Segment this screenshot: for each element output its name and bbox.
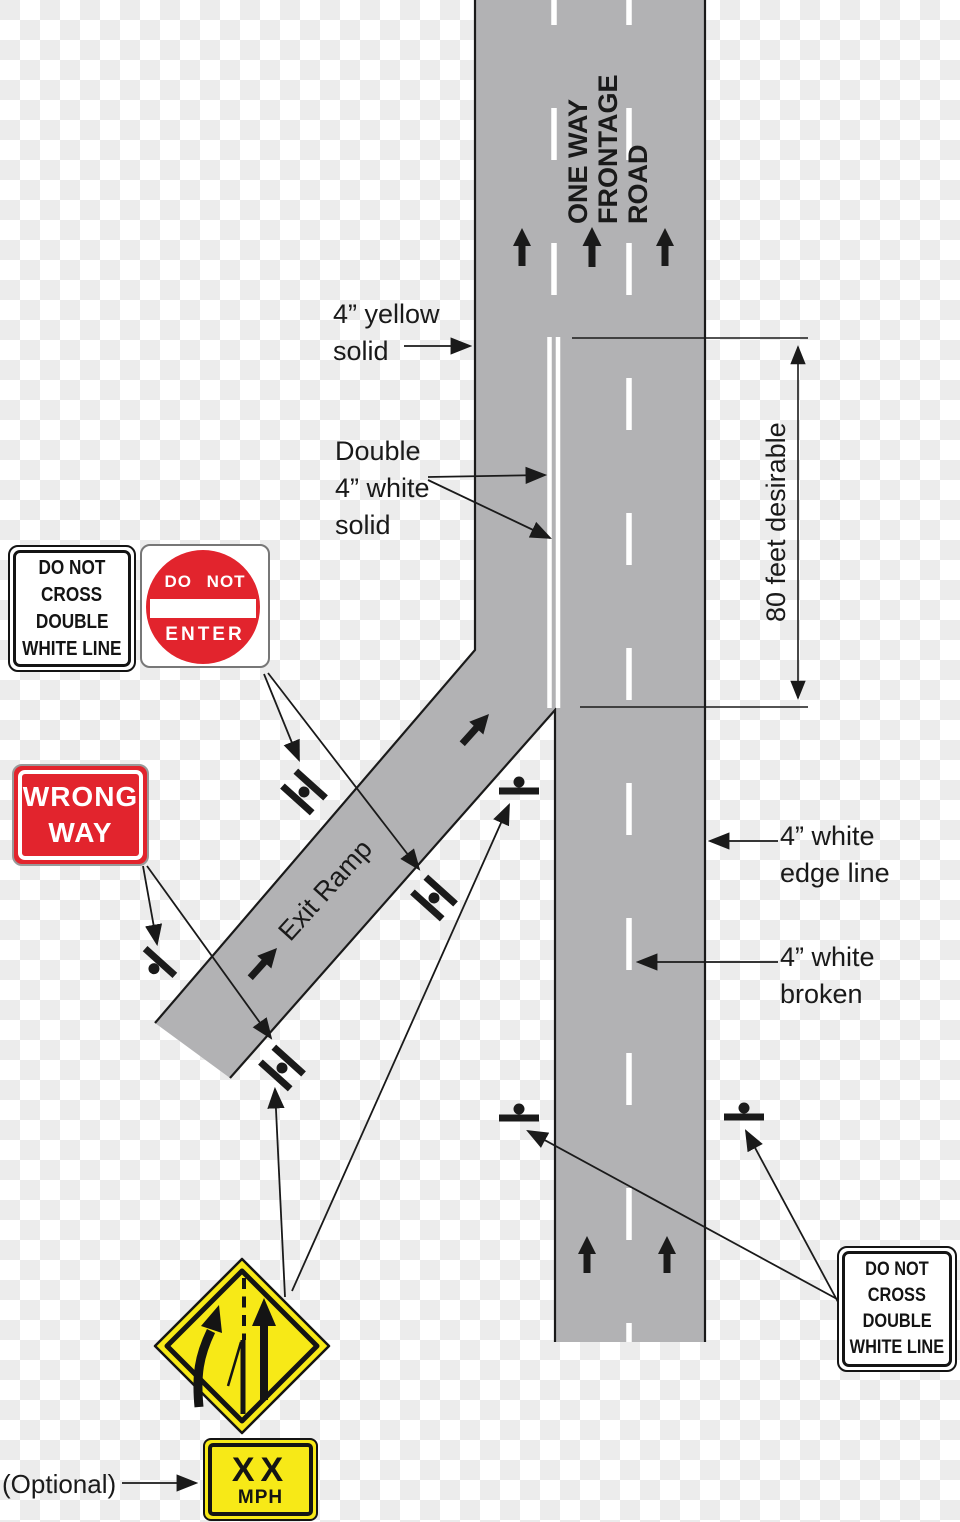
do-not-enter-sign: DO NOT ENTER	[140, 544, 270, 668]
advisory-speed-plaque: XX MPH	[203, 1438, 318, 1521]
advisory-speed-unit: MPH	[237, 1486, 284, 1508]
do-not-cross-sign-right-face: DO NOT CROSS DOUBLE WHITE LINE	[842, 1251, 952, 1367]
ramp-arrow-lower	[247, 948, 277, 981]
label-white-edge-line: 4” white edge line	[780, 821, 890, 888]
sign-text-line: WRONG	[22, 781, 139, 812]
advisory-speed-value: XX	[231, 1450, 290, 1489]
lane-arrow-bottom-left	[578, 1236, 596, 1273]
lane-arrow-bottom-right	[658, 1236, 676, 1273]
advisory-speed-plaque-face: XX MPH	[208, 1443, 313, 1516]
leader-double-white-lower	[427, 479, 552, 539]
leader-dnc-right-to-right-post	[744, 1129, 839, 1303]
sign-text-line: DOUBLE	[35, 610, 109, 633]
leader-dnc-right-to-left-post	[526, 1129, 838, 1300]
lane-arrow-top-middle	[582, 227, 602, 267]
sign-symbol-back-to-back-middle	[410, 874, 458, 922]
label-white-broken: 4” white broken	[780, 942, 875, 1009]
sign-text-line: WHITE LINE	[22, 637, 122, 660]
leader-diamond-to-gore-post	[291, 803, 510, 1292]
label-80-feet-desirable: 80 feet desirable	[761, 422, 791, 622]
lane-arrow-top-right	[656, 228, 674, 266]
sign-text-line: CROSS	[41, 583, 103, 606]
do-not-cross-sign-right: DO NOT CROSS DOUBLE WHITE LINE	[837, 1246, 957, 1372]
do-not-enter-top-text: DO NOT	[164, 572, 246, 591]
leader-wrong-way-to-ramp-end	[146, 865, 273, 1040]
sign-symbol-gore-post	[499, 776, 539, 795]
leader-dne-to-middle-symbol	[267, 672, 421, 871]
label-optional: (Optional)	[2, 1469, 117, 1499]
do-not-cross-sign-left-face: DO NOT CROSS DOUBLE WHITE LINE	[13, 550, 131, 667]
do-not-enter-bottom-text: ENTER	[165, 624, 245, 645]
sign-symbol-back-to-back-ramp-end	[258, 1044, 306, 1092]
sign-symbol-wrong-way-post	[142, 946, 178, 978]
do-not-cross-sign-left: DO NOT CROSS DOUBLE WHITE LINE	[8, 545, 136, 672]
added-lane-diamond-sign	[153, 1257, 331, 1435]
sign-symbol-back-to-back-upper	[280, 768, 328, 816]
diamond-border-band	[164, 1268, 320, 1424]
wrong-way-sign-face: WRONG WAY	[18, 770, 143, 860]
leader-diamond-to-ramp-end	[267, 1086, 286, 1298]
do-not-enter-bar	[150, 599, 256, 618]
leader-dne-to-upper-symbol	[263, 673, 300, 763]
leader-wrong-way-to-post	[142, 865, 163, 947]
label-yellow-solid: 4” yellow solid	[333, 299, 440, 366]
road-name-label: ONE WAY FRONTAGE ROAD	[563, 74, 653, 225]
sign-text-line: WHITE LINE	[849, 1337, 945, 1358]
added-lane-symbol	[193, 1278, 276, 1414]
sign-text-line: DO NOT	[865, 1259, 929, 1280]
leader-double-white-upper	[427, 466, 548, 484]
ramp-arrow-upper	[459, 714, 489, 747]
sign-text-line: DO NOT	[38, 556, 106, 579]
lane-arrow-top-left	[513, 228, 531, 266]
sign-text-line: WAY	[48, 817, 113, 848]
sign-text-line: CROSS	[867, 1285, 927, 1306]
left-edge-and-ramp-edge-line	[154, 0, 477, 1024]
dimension-80-feet	[572, 337, 808, 708]
sign-symbol-left-roadside-post	[499, 1103, 539, 1122]
label-double-white-solid: Double 4” white solid	[335, 436, 430, 540]
gore-edge-line	[229, 707, 557, 1342]
wrong-way-sign: WRONG WAY	[12, 764, 149, 866]
sign-text-line: DOUBLE	[862, 1311, 932, 1332]
sign-symbol-right-roadside-post	[724, 1102, 764, 1121]
